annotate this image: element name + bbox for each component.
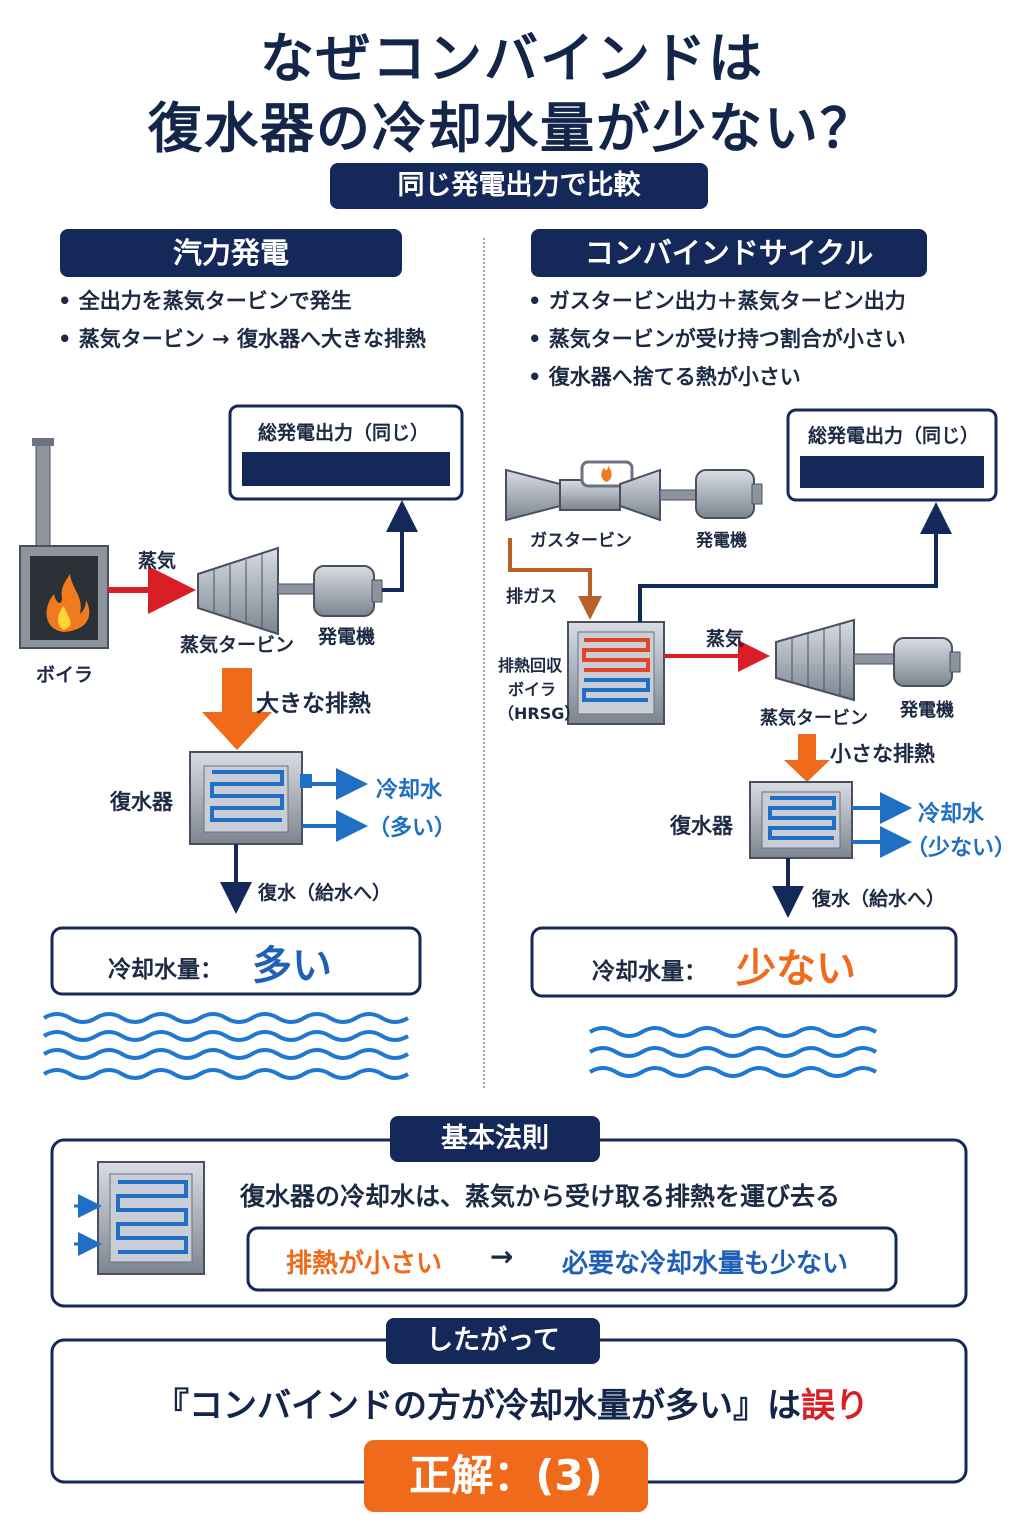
- rule-inner-box: [246, 1226, 898, 1292]
- right-bullets: ガスタービン出力＋蒸気タービン出力 蒸気タービンが受け持つ割合が小さい 復水器へ…: [528, 282, 906, 396]
- right-steam-turbine-icon: [775, 618, 897, 702]
- left-cooling-label-1: 冷却水: [376, 778, 443, 803]
- right-generator-icon: [893, 637, 961, 687]
- conclusion-statement-main: 『コンバインドの方が冷却水量が多い』は: [155, 1386, 801, 1426]
- right-steam-label: 蒸気: [706, 628, 745, 650]
- right-bullet-3: 復水器へ捨てる熱が小さい: [528, 358, 906, 396]
- hrsg-label-1: 排熱回収: [498, 656, 563, 675]
- hrsg-label-2: ボイラ: [508, 680, 557, 699]
- left-waves: [42, 1012, 410, 1080]
- left-header: 汽力発電: [60, 229, 402, 277]
- left-exhaust-label: 大きな排熱: [256, 691, 371, 717]
- right-exhaust-label: 小さな排熱: [830, 742, 935, 766]
- left-result-value: 多い: [252, 943, 332, 989]
- right-result-prefix: 冷却水量：: [592, 959, 707, 985]
- title-line-1: なぜコンバインドは: [260, 27, 764, 90]
- rule-condenser-icon: [97, 1161, 205, 1275]
- left-output-label: 総発電出力（同じ）: [258, 422, 430, 444]
- right-condenser-icon: [749, 781, 853, 859]
- left-generator-icon: [313, 565, 383, 617]
- rule-cause: 排熱が小さい: [286, 1249, 443, 1279]
- right-return-label: 復水（給水へ）: [812, 888, 946, 910]
- answer-badge: 正解：(3): [364, 1440, 648, 1512]
- right-turbine-label: 蒸気タービン: [760, 708, 868, 729]
- boiler-icon: [19, 438, 109, 649]
- exhaust-gas-label: 排ガス: [506, 587, 557, 607]
- hrsg-icon: [567, 621, 665, 725]
- hrsg-label-3: （HRSG）: [498, 704, 581, 723]
- left-cooling-label-2: （多い）: [368, 816, 457, 841]
- left-bullet-1: 全出力を蒸気タービンで発生: [58, 282, 426, 320]
- right-top-generator-label: 発電機: [696, 531, 747, 551]
- right-cooling-label-1: 冷却水: [918, 802, 985, 827]
- right-result-value: 少ない: [736, 946, 856, 992]
- right-output-arrow: [638, 502, 952, 622]
- left-output-arrow: [382, 500, 418, 592]
- right-bullet-1: ガスタービン出力＋蒸気タービン出力: [528, 282, 906, 320]
- left-condenser-label: 復水器: [110, 790, 173, 814]
- right-header: コンバインドサイクル: [531, 229, 927, 277]
- left-steam-label: 蒸気: [138, 550, 177, 572]
- right-cooling-label-2: （少ない）: [906, 836, 1017, 861]
- exhaust-gas-arrow: [508, 538, 602, 620]
- gas-turbine-icon: [505, 460, 699, 522]
- right-result-box: [530, 926, 958, 998]
- compare-banner: 同じ発電出力で比較: [330, 163, 708, 209]
- left-condenser-icon: [189, 751, 312, 845]
- left-steam-turbine-icon: [197, 546, 317, 636]
- rule-effect: 必要な冷却水量も少ない: [562, 1249, 849, 1279]
- left-generator-label: 発電機: [318, 626, 376, 648]
- left-turbine-label: 蒸気タービン: [180, 634, 295, 656]
- rule-header: 基本法則: [390, 1116, 600, 1162]
- right-bullet-2: 蒸気タービンが受け持つ割合が小さい: [528, 320, 906, 358]
- boiler-label: ボイラ: [36, 664, 94, 686]
- right-output-label: 総発電出力（同じ）: [808, 425, 980, 447]
- left-bullet-2: 蒸気タービン → 復水器へ大きな排熱: [58, 320, 426, 358]
- title-line-2: 復水器の冷却水量が少ない？: [148, 97, 876, 160]
- left-result-box: [50, 926, 422, 996]
- rule-arrow: →: [490, 1240, 514, 1273]
- left-result-prefix: 冷却水量：: [108, 957, 223, 983]
- right-waves: [588, 1026, 878, 1078]
- left-exhaust-arrow: [202, 668, 272, 750]
- conclusion-header: したがって: [386, 1318, 600, 1364]
- right-exhaust-arrow: [784, 734, 830, 782]
- gas-turbine-label: ガスタービン: [530, 531, 632, 551]
- right-output-box: [786, 408, 998, 502]
- column-divider: [483, 238, 485, 1088]
- right-generator-label: 発電機: [900, 700, 954, 721]
- left-bullets: 全出力を蒸気タービンで発生 蒸気タービン → 復水器へ大きな排熱: [58, 282, 426, 358]
- right-top-generator-icon: [695, 469, 763, 519]
- conclusion-statement-wrong: 誤り: [801, 1386, 869, 1426]
- left-return-label: 復水（給水へ）: [258, 882, 392, 904]
- right-condenser-label: 復水器: [670, 814, 733, 838]
- conclusion-statement: 『コンバインドの方が冷却水量が多い』は誤り: [80, 1378, 944, 1427]
- left-output-box: [228, 404, 464, 501]
- rule-text: 復水器の冷却水は、蒸気から受け取る排熱を運び去る: [240, 1182, 841, 1211]
